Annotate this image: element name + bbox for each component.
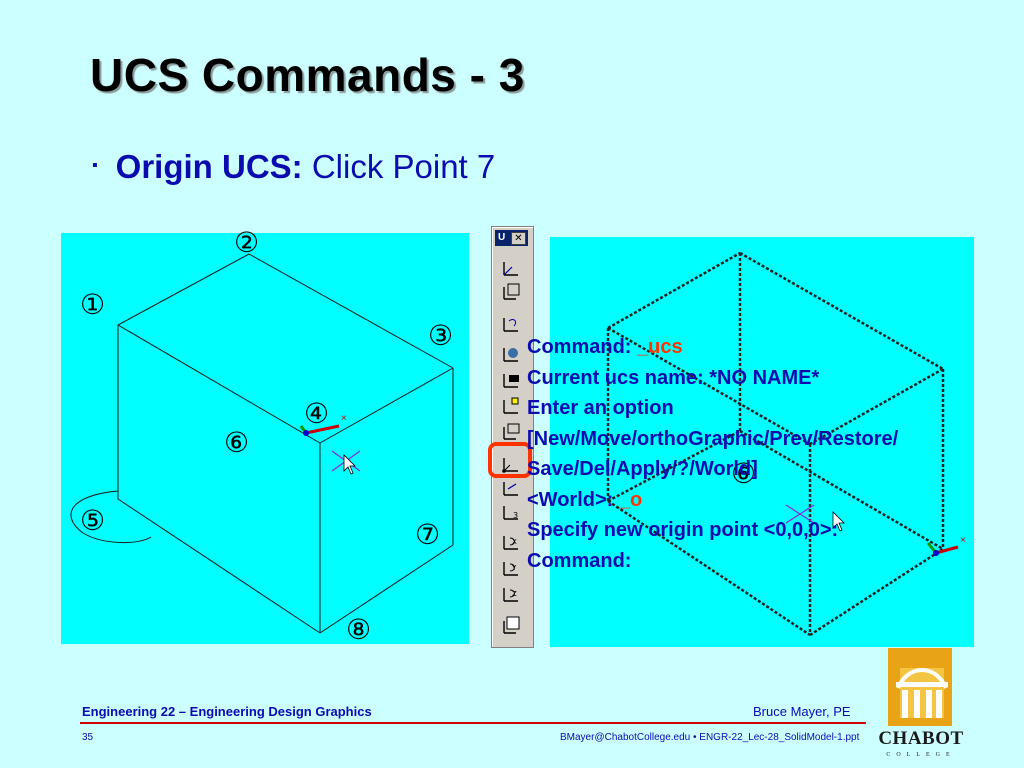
ucs-icon-right: × xyxy=(926,535,966,556)
point-number-4: ④ xyxy=(304,397,330,430)
svg-text:×: × xyxy=(341,413,347,424)
toolbar-close-button[interactable]: ✕ xyxy=(511,232,526,245)
command-line-3: Enter an option xyxy=(527,397,674,419)
point-number-5: ⑤ xyxy=(80,504,106,537)
point-number-1: ① xyxy=(80,288,106,321)
chabot-logo-icon xyxy=(888,648,952,726)
right-cube-drawing: × xyxy=(606,251,966,637)
command-line-5: Save/Del/Apply/?/World] xyxy=(527,458,758,480)
ucs-x-icon[interactable] xyxy=(500,477,522,499)
command-line-2: Current ucs name: *NO NAME* xyxy=(527,366,820,389)
bullet-label: Origin UCS: xyxy=(115,148,303,185)
ucs-toolbar: U ✕ 3 X Y Z xyxy=(491,226,534,648)
command-line-7: Specify new origin point <0,0,0>: xyxy=(527,519,839,541)
command-line-6: <World>: _o xyxy=(527,488,643,511)
ucs-z-icon[interactable]: X xyxy=(500,531,522,553)
ucs-view-icon[interactable] xyxy=(500,369,522,391)
logo-subtitle: COLLEGE xyxy=(886,752,956,758)
logo-name: CHABOT xyxy=(878,728,964,749)
command-line-8: Command: xyxy=(527,549,632,572)
bullet-marker: ▪ xyxy=(92,157,98,174)
point-number-2: ② xyxy=(234,226,260,259)
footer-course: Engineering 22 – Engineering Design Grap… xyxy=(82,704,372,719)
point-number-8: ⑧ xyxy=(346,613,372,646)
ucs-zaxis-icon[interactable] xyxy=(500,421,522,443)
point-number-3: ③ xyxy=(428,319,454,352)
ucs-3point-icon[interactable] xyxy=(500,453,522,475)
left-viewport: × xyxy=(61,233,469,644)
left-cube-drawing: × xyxy=(70,253,454,634)
right-viewport: × xyxy=(550,237,974,647)
svg-text:×: × xyxy=(960,535,966,546)
right-point-number-6: ⑥ xyxy=(731,457,757,490)
command-line-4: [New/Move/orthoGraphic/Prev/Restore/ xyxy=(527,427,899,450)
ucs-y-icon[interactable]: 3 xyxy=(500,501,522,523)
slide-title: UCS Commands - 3 xyxy=(90,49,525,101)
ucs-icon-left: × xyxy=(299,413,347,436)
ucs-object-icon[interactable] xyxy=(500,343,522,365)
ucs-rotate-z-icon[interactable]: Z xyxy=(500,583,522,605)
svg-text:Y: Y xyxy=(511,564,517,572)
footer-email-file: BMayer@ChabotCollege.edu • ENGR-22_Lec-2… xyxy=(560,732,860,743)
ucs-origin-icon[interactable] xyxy=(500,395,522,417)
toolbar-title-letter: U xyxy=(498,232,506,243)
ucs-face-icon[interactable] xyxy=(500,313,522,335)
ucs-previous-icon[interactable] xyxy=(500,281,522,303)
ucs-rotate-y-icon[interactable]: Y xyxy=(500,557,522,579)
command-line-text: Command: _ucs Current ucs name: *NO NAME… xyxy=(527,332,898,576)
bullet-item: ▪ Origin UCS: Click Point 7 xyxy=(92,148,495,186)
bullet-text: Click Point 7 xyxy=(302,148,496,185)
point-number-7: ⑦ xyxy=(415,518,441,551)
command-line-1: Command: _ucs xyxy=(527,336,683,358)
point-number-6: ⑥ xyxy=(224,426,250,459)
toolbar-titlebar[interactable]: U ✕ xyxy=(495,230,528,246)
footer-rule xyxy=(80,722,866,724)
ucs-world-icon[interactable] xyxy=(500,257,522,279)
svg-text:Z: Z xyxy=(512,590,517,598)
svg-text:3: 3 xyxy=(513,511,518,520)
page-number: 35 xyxy=(82,732,94,743)
footer-author: Bruce Mayer, PE xyxy=(753,704,851,719)
origin-button-highlight xyxy=(488,442,532,478)
svg-text:X: X xyxy=(512,538,517,546)
ucs-apply-icon[interactable] xyxy=(500,615,522,637)
